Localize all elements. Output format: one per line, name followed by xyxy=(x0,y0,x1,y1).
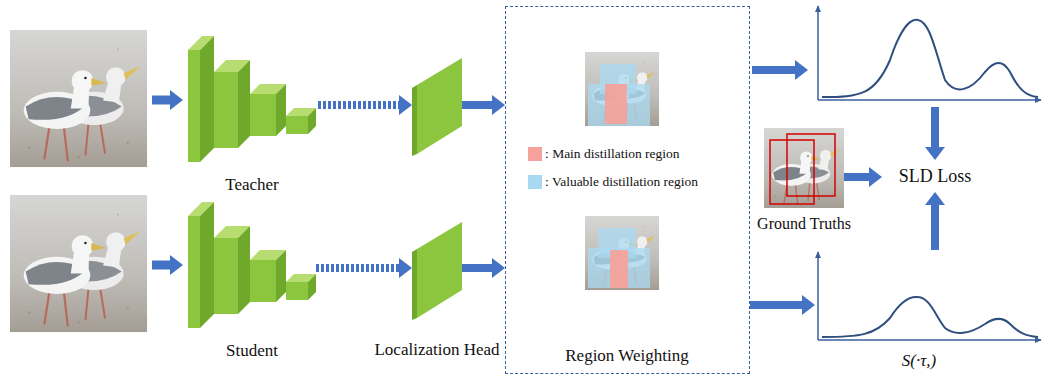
node-label: S(·τ,) xyxy=(902,351,936,371)
legend-row: : Main distillation region xyxy=(528,146,698,162)
flow-arrow xyxy=(462,264,492,272)
weighted-image xyxy=(585,216,659,290)
node-label: SLD Loss xyxy=(899,166,972,188)
flow-arrow xyxy=(316,264,399,272)
flow-arrow xyxy=(752,66,795,74)
flow-arrow xyxy=(462,101,492,109)
distribution-curve xyxy=(822,297,1038,337)
main-region xyxy=(610,250,628,288)
node-label: Localization Head xyxy=(374,340,499,360)
ground-truth-photo xyxy=(764,128,844,208)
gt-box xyxy=(770,140,814,204)
legend-text: : Main distillation region xyxy=(545,146,680,162)
chart-axis xyxy=(818,99,1041,101)
network-blocks xyxy=(188,202,316,328)
weighted-image xyxy=(585,52,659,126)
distribution-chart: S(·τ,) xyxy=(815,250,1043,374)
flow-arrow xyxy=(931,107,939,147)
node-label: Ground Truths xyxy=(757,214,851,233)
node-label: Student xyxy=(226,341,278,361)
localization-head: Localization Head xyxy=(412,222,462,320)
node-label: Teacher xyxy=(225,175,279,195)
legend-row: : Valuable distillation region xyxy=(528,174,698,190)
gt-box xyxy=(787,134,835,196)
flow-arrow xyxy=(152,255,183,275)
head-slab xyxy=(412,222,462,320)
flow-arrow xyxy=(931,205,939,250)
loss-box: SLD Loss xyxy=(882,162,988,192)
legend-swatch xyxy=(528,147,542,161)
network-blocks xyxy=(188,36,316,162)
teacher-network: Teacher xyxy=(188,32,316,167)
legend-swatch xyxy=(528,175,542,189)
chart-axis xyxy=(817,6,819,100)
legend-text: : Valuable distillation region xyxy=(545,174,698,190)
flow-arrow xyxy=(318,101,399,109)
input-image xyxy=(10,195,147,332)
distribution-curve xyxy=(822,20,1038,97)
main-region xyxy=(605,84,627,124)
ground-truth-image: Ground Truths xyxy=(764,128,844,208)
chart-axis xyxy=(818,339,1041,341)
flow-arrow xyxy=(844,173,869,181)
region-weighting-box: Region Weighting xyxy=(505,6,750,374)
input-image xyxy=(10,30,147,167)
node-label: Region Weighting xyxy=(565,346,688,366)
valuable-region xyxy=(588,248,650,288)
flow-arrow xyxy=(152,90,183,110)
flow-arrow xyxy=(750,301,802,309)
student-network: Student xyxy=(188,198,316,333)
head-slab xyxy=(412,58,462,156)
chart-axis xyxy=(817,252,819,340)
valuable-region xyxy=(588,84,650,126)
